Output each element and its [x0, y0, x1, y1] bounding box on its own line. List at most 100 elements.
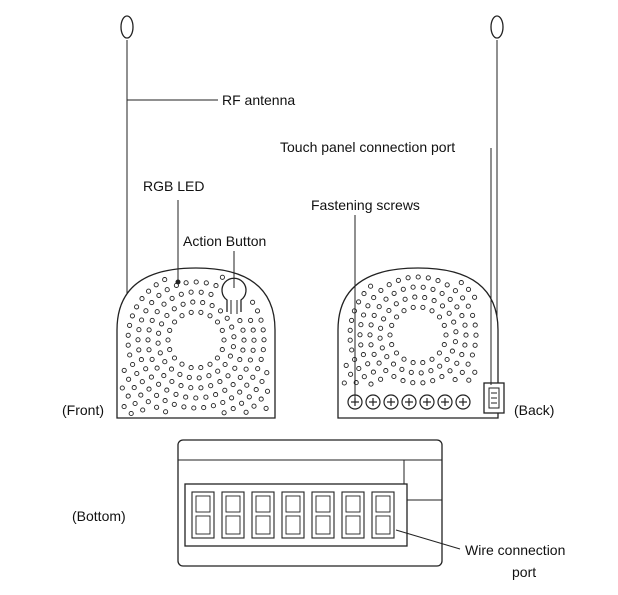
speaker-hole	[200, 300, 206, 306]
back-speaker-holes	[341, 274, 479, 387]
speaker-hole	[134, 370, 140, 377]
speaker-hole	[121, 367, 127, 373]
speaker-hole	[360, 352, 366, 358]
speaker-hole	[140, 407, 146, 413]
speaker-hole	[183, 280, 189, 286]
speaker-hole	[165, 337, 171, 343]
speaker-hole	[361, 312, 367, 318]
speaker-hole	[125, 332, 131, 338]
speaker-hole	[441, 342, 447, 348]
speaker-hole	[410, 380, 416, 386]
speaker-hole	[389, 322, 395, 328]
speaker-hole	[154, 392, 160, 398]
speaker-hole	[410, 284, 416, 290]
speaker-hole	[237, 357, 243, 363]
speaker-hole	[371, 312, 377, 318]
speaker-hole	[180, 301, 186, 307]
speaker-hole	[208, 291, 214, 297]
speaker-hole	[230, 344, 236, 350]
speaker-hole	[136, 347, 142, 353]
speaker-hole	[139, 296, 145, 302]
rf-antenna-label: RF antenna	[222, 92, 295, 108]
speaker-hole	[258, 396, 264, 402]
speaker-hole	[472, 342, 478, 348]
speaker-hole	[454, 360, 460, 366]
speaker-hole	[239, 400, 245, 406]
speaker-hole	[146, 347, 152, 353]
speaker-hole	[217, 379, 223, 385]
speaker-hole	[127, 322, 133, 328]
speaker-hole	[178, 291, 184, 297]
speaker-hole	[229, 395, 235, 401]
speaker-hole	[459, 313, 465, 319]
speaker-hole	[472, 369, 478, 375]
speaker-hole	[429, 308, 435, 314]
speaker-hole	[246, 394, 252, 400]
front-antenna-tip	[120, 15, 134, 39]
terminal-screw-window	[225, 495, 241, 513]
speaker-hole	[454, 304, 460, 310]
speaker-hole	[143, 366, 149, 372]
action-button-label: Action Button	[183, 233, 266, 249]
speaker-hole	[446, 310, 452, 316]
speaker-hole	[164, 287, 170, 293]
speaker-hole	[250, 299, 256, 305]
speaker-hole	[365, 303, 371, 309]
speaker-hole	[162, 359, 168, 365]
speaker-hole	[418, 370, 424, 376]
speaker-hole	[136, 327, 142, 333]
speaker-hole	[157, 350, 163, 356]
speaker-hole	[381, 316, 387, 322]
speaker-hole	[341, 380, 347, 386]
speaker-hole	[139, 317, 145, 323]
speaker-hole	[138, 357, 144, 363]
speaker-hole	[371, 351, 377, 357]
speaker-hole	[451, 319, 457, 325]
speaker-hole	[237, 389, 243, 395]
speaker-hole	[217, 308, 224, 314]
touch-panel-port-label: Touch panel connection port	[280, 139, 455, 155]
speaker-hole	[214, 355, 220, 361]
speaker-hole	[439, 290, 445, 297]
speaker-hole	[383, 296, 389, 302]
speaker-hole	[154, 365, 160, 371]
speaker-hole	[237, 374, 243, 380]
speaker-hole	[119, 385, 125, 391]
rgb-led-icon	[175, 279, 181, 285]
speaker-hole	[435, 278, 441, 284]
speaker-hole	[230, 382, 236, 388]
speaker-hole	[358, 322, 364, 328]
speaker-hole	[179, 313, 185, 319]
speaker-hole	[401, 308, 407, 314]
speaker-hole	[132, 400, 138, 407]
speaker-hole	[135, 337, 141, 343]
speaker-hole	[353, 380, 359, 386]
speaker-hole	[188, 385, 194, 391]
speaker-hole	[452, 377, 458, 383]
speaker-hole	[361, 374, 367, 380]
speaker-hole	[420, 284, 426, 290]
speaker-hole	[149, 317, 155, 323]
terminal-screw-window	[375, 495, 391, 513]
speaker-hole	[193, 279, 199, 285]
speaker-hole	[181, 404, 187, 410]
speaker-hole	[162, 277, 168, 283]
speaker-hole	[188, 289, 194, 295]
speaker-hole	[247, 357, 253, 363]
speaker-hole	[351, 308, 357, 314]
terminal-wire-hole	[285, 515, 301, 535]
terminal-wire-hole	[345, 515, 361, 535]
speaker-hole	[458, 280, 464, 286]
speaker-hole	[219, 327, 225, 333]
speaker-hole	[201, 405, 207, 411]
speaker-hole	[146, 288, 152, 294]
terminal-slot	[221, 491, 245, 539]
speaker-hole	[153, 282, 159, 288]
fastening-screws-label: Fastening screws	[311, 197, 420, 213]
speaker-hole	[357, 332, 363, 338]
speaker-hole	[161, 301, 167, 307]
terminal-wire-hole	[255, 515, 271, 535]
speaker-hole	[466, 377, 472, 383]
speaker-hole	[243, 366, 249, 372]
speaker-hole	[368, 381, 374, 387]
